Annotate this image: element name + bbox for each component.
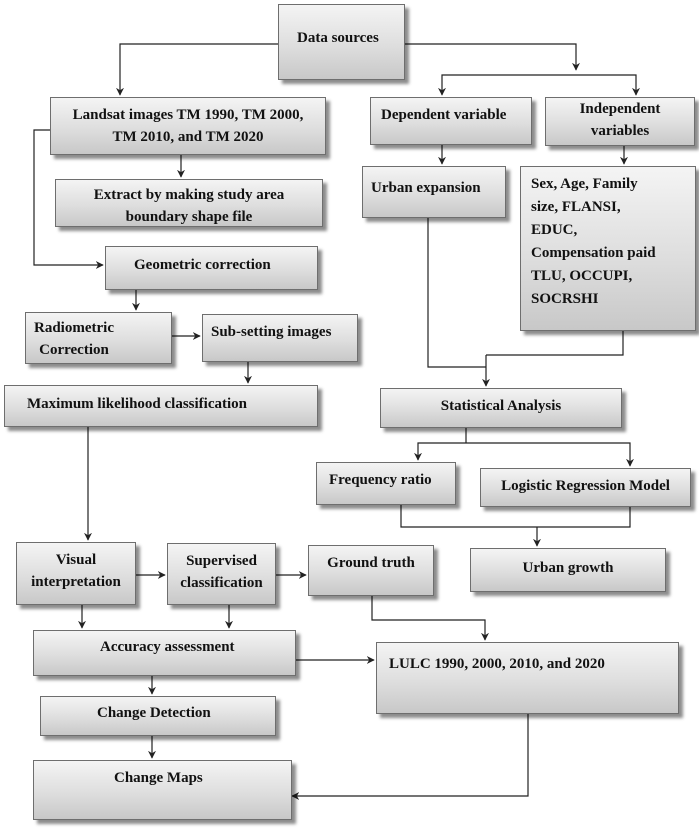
node-accuracy-assessment: Accuracy assessment [33, 630, 296, 676]
node-extract-boundary: Extract by making study area boundary sh… [55, 179, 323, 227]
arrow-groundtruth-to-lulc [371, 596, 489, 641]
node-label: Urban growth [522, 560, 614, 576]
node-independent-variables: Independent variables [545, 97, 695, 146]
node-label: LULC 1990, 2000, 2010, and 2020 [389, 656, 605, 672]
arrow-to-frequency [414, 442, 466, 461]
line-frequency-logistic-join [400, 505, 631, 528]
line-urbanexpansion-down [427, 218, 486, 368]
node-label: Supervised classification [180, 553, 263, 591]
node-label: Sub-setting images [211, 324, 332, 340]
node-data-sources: Data sources [278, 4, 405, 80]
arrow-to-logistic [466, 442, 634, 467]
node-frequency-ratio: Frequency ratio [316, 462, 456, 505]
arrow-branch-to-dependent [438, 74, 576, 96]
node-label: Maximum likelihood classification [27, 396, 248, 412]
node-logistic-regression: Logistic Regression Model [480, 468, 691, 507]
node-label: Visual interpretation [31, 552, 121, 590]
node-label: Change Detection [97, 705, 211, 721]
node-label: Geometric correction [134, 257, 271, 273]
node-label: Frequency ratio [329, 472, 432, 488]
node-label: Radiometric Correction [34, 320, 114, 358]
node-dependent-variable: Dependent variable [370, 97, 532, 145]
node-visual-interpretation: Visual interpretation [16, 542, 136, 605]
node-label: Logistic Regression Model [501, 478, 670, 494]
node-ground-truth: Ground truth [308, 545, 434, 596]
node-maximum-likelihood: Maximum likelihood classification [4, 385, 318, 427]
node-statistical-analysis: Statistical Analysis [380, 388, 622, 428]
node-urban-expansion: Urban expansion [362, 166, 506, 218]
node-lulc: LULC 1990, 2000, 2010, and 2020 [376, 642, 679, 714]
node-landsat-images: Landsat images TM 1990, TM 2000, TM 2010… [50, 97, 326, 155]
node-label: Urban expansion [371, 180, 481, 196]
node-supervised-classification: Supervised classification [167, 543, 276, 605]
node-urban-growth: Urban growth [470, 548, 666, 592]
node-subsetting-images: Sub-setting images [202, 314, 358, 362]
node-label: Ground truth [327, 555, 415, 571]
arrow-landsat-to-geometric [33, 129, 104, 269]
node-label: Dependent variable [381, 107, 507, 123]
node-label: Data sources [297, 30, 379, 46]
node-label: Independent variables [579, 101, 661, 139]
node-label: Change Maps [114, 770, 203, 786]
node-label: Extract by making study area boundary sh… [93, 187, 285, 225]
node-geometric-correction: Geometric correction [105, 246, 318, 290]
node-label: Landsat images TM 1990, TM 2000, TM 2010… [72, 107, 304, 145]
node-label: Sex, Age, Family size, FLANSI, EDUC, Com… [531, 176, 656, 307]
node-change-detection: Change Detection [40, 696, 276, 736]
arrow-branch-to-independent [576, 74, 640, 96]
node-label: Accuracy assessment [100, 639, 235, 655]
line-list-down [486, 331, 624, 356]
arrow-datasources-to-landsat [116, 43, 278, 96]
node-label: Statistical Analysis [440, 398, 562, 414]
arrow-datasources-to-branch [405, 43, 580, 71]
arrow-lulc-to-changemaps [291, 714, 529, 800]
node-variables-list: Sex, Age, Family size, FLANSI, EDUC, Com… [520, 166, 696, 331]
node-radiometric-correction: Radiometric Correction [25, 312, 172, 364]
node-change-maps: Change Maps [33, 760, 292, 820]
